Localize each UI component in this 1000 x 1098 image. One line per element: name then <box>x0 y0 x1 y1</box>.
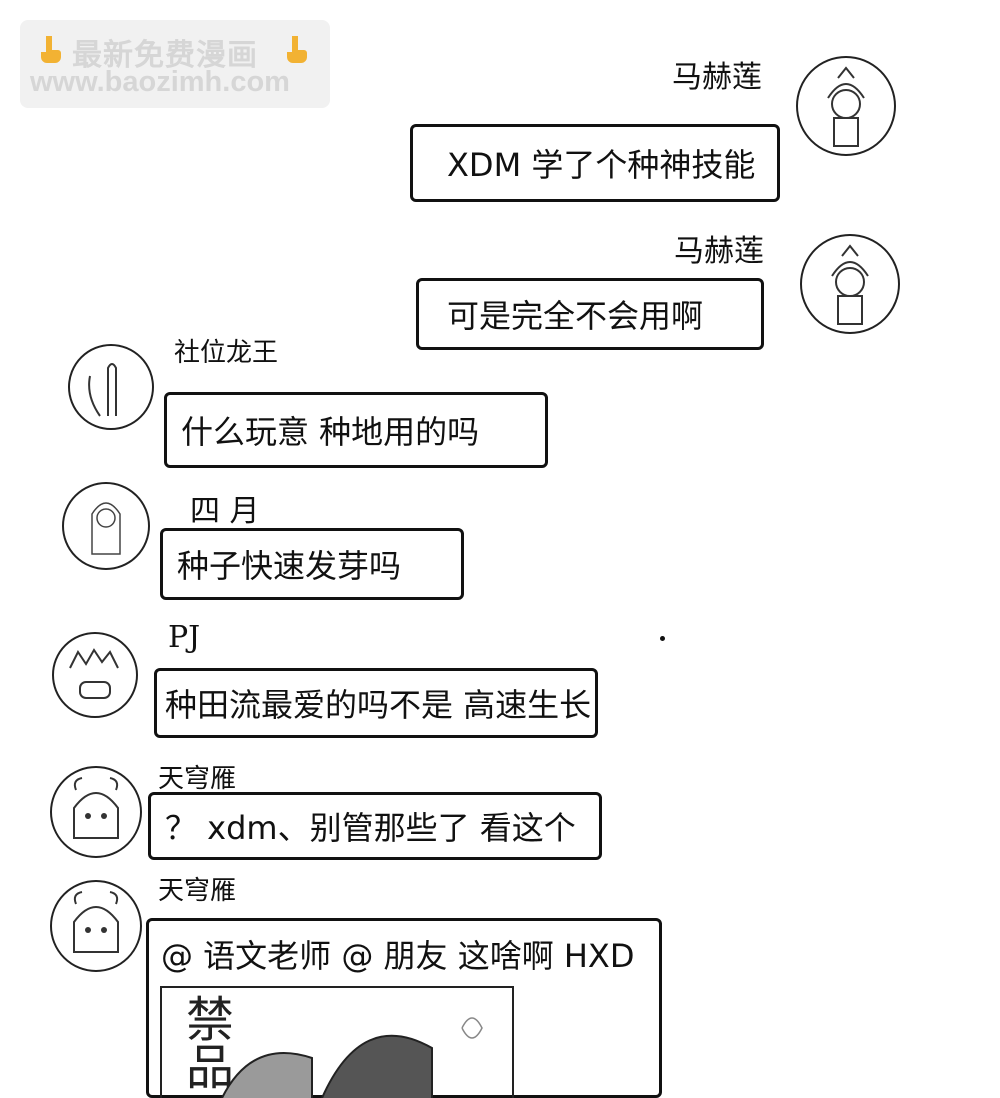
finger-avatar-icon <box>88 363 117 417</box>
chat-bubble: 可是完全不会用啊 <box>416 278 764 350</box>
sender-name: 四 月 <box>190 494 260 529</box>
sender-name: 天穹雁 <box>158 876 237 906</box>
avatar[interactable] <box>52 632 138 718</box>
chat-bubble: XDM 学了个种神技能 <box>410 124 780 202</box>
chibi-avatar-icon <box>827 66 865 147</box>
chat-bubble: 种子快速发芽吗 <box>160 528 464 600</box>
watermark-banner <box>20 20 330 108</box>
sender-name: 马赫莲 <box>672 60 762 95</box>
avatar[interactable] <box>62 482 150 570</box>
manga-panel-drawing-icon <box>221 1017 483 1098</box>
pointing-hand-icon <box>41 36 61 63</box>
message-text: 什么玩意 种地用的吗 <box>181 413 480 451</box>
chat-bubble: 种田流最爱的吗不是 高速生长 <box>154 668 598 738</box>
girl-avatar-icon <box>91 502 121 555</box>
sender-name: 马赫莲 <box>674 234 764 269</box>
sender-name: PJ <box>168 620 201 655</box>
watermark-url: www.baozimh.com <box>30 66 290 98</box>
avatar[interactable] <box>68 344 154 430</box>
message-text: ？ xdm、别管那些了 看这个 <box>165 809 576 847</box>
avatar[interactable] <box>800 234 900 334</box>
embedded-image[interactable]: 禁品 <box>160 986 514 1098</box>
message-text: 种子快速发芽吗 <box>177 547 402 585</box>
embedded-panel-text: 禁品 <box>177 994 233 1090</box>
watermark-title: 最新免费漫画 <box>72 38 258 73</box>
pointing-hand-icon <box>287 36 307 63</box>
message-text: 可是完全不会用啊 <box>447 297 704 335</box>
avatar[interactable] <box>796 56 896 156</box>
avatar[interactable] <box>50 880 142 972</box>
horned-girl-avatar-icon <box>73 891 119 953</box>
avatar[interactable] <box>50 766 142 858</box>
horned-girl-avatar-icon <box>73 777 119 839</box>
chibi-avatar-icon <box>831 244 869 325</box>
message-text: 种田流最爱的吗不是 高速生长 <box>165 686 592 724</box>
message-text: @ 语文老师 @ 朋友 这啥啊 HXD <box>161 937 635 975</box>
stray-dot <box>660 636 665 641</box>
chat-bubble: ？ xdm、别管那些了 看这个 <box>148 792 602 860</box>
sender-name: 天穹雁 <box>158 764 237 794</box>
message-text: XDM 学了个种神技能 <box>447 146 756 184</box>
chat-bubble: 什么玩意 种地用的吗 <box>164 392 548 468</box>
masked-boy-avatar-icon <box>69 648 119 699</box>
sender-name: 社位龙王 <box>174 338 279 368</box>
